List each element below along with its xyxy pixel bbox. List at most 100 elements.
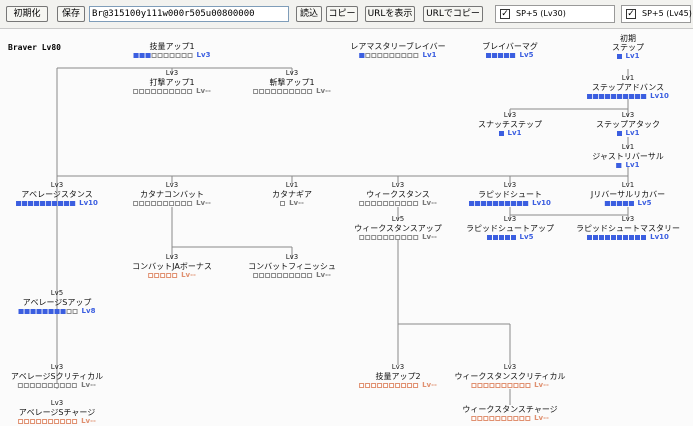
skill-level-box[interactable]: [483, 416, 489, 421]
skill-level-box[interactable]: [133, 201, 139, 206]
skill-level-box[interactable]: [413, 383, 419, 388]
load-button[interactable]: 読込: [296, 6, 322, 22]
skill-level-bar[interactable]: Lv--: [272, 199, 312, 208]
skill-level-box[interactable]: [365, 201, 371, 206]
skill-level-box[interactable]: [70, 201, 76, 206]
skill-level-box[interactable]: [587, 94, 593, 99]
skill-level-box[interactable]: [30, 383, 36, 388]
skill-level-box[interactable]: [365, 235, 371, 240]
skill-level-box[interactable]: [295, 89, 301, 94]
skill-level-box[interactable]: [635, 94, 641, 99]
skill-level-box[interactable]: [181, 89, 187, 94]
skill-level-box[interactable]: [519, 383, 525, 388]
skill-level-bar[interactable]: Lv--: [133, 199, 211, 208]
skill-level-box[interactable]: [389, 235, 395, 240]
skill-level-box[interactable]: [486, 235, 492, 240]
skill-level-box[interactable]: [616, 163, 622, 168]
skill-level-box[interactable]: [18, 309, 24, 314]
skill-level-box[interactable]: [277, 89, 283, 94]
skill-level-box[interactable]: [139, 53, 145, 58]
skill-level-box[interactable]: [40, 201, 46, 206]
skill-level-box[interactable]: [377, 53, 383, 58]
skill-level-box[interactable]: [407, 201, 413, 206]
skill-level-box[interactable]: [605, 94, 611, 99]
skill-level-box[interactable]: [145, 53, 151, 58]
skill-level-box[interactable]: [72, 383, 78, 388]
skill-level-box[interactable]: [487, 201, 493, 206]
skill-level-box[interactable]: [42, 309, 48, 314]
skill-code-input[interactable]: Br@315100y111w000r505u00800000: [89, 6, 289, 22]
skill-level-box[interactable]: [271, 89, 277, 94]
skill-level-box[interactable]: [377, 383, 383, 388]
skill-level-box[interactable]: [510, 53, 516, 58]
skill-level-box[interactable]: [54, 419, 60, 424]
skill-level-bar[interactable]: Lv--: [133, 87, 211, 96]
skill-level-box[interactable]: [383, 201, 389, 206]
skill-level-box[interactable]: [359, 201, 365, 206]
skill-level-box[interactable]: [163, 201, 169, 206]
skill-level-box[interactable]: [395, 53, 401, 58]
skill-level-box[interactable]: [30, 309, 36, 314]
skill-level-box[interactable]: [413, 53, 419, 58]
skill-level-box[interactable]: [163, 89, 169, 94]
sp-lv30-option[interactable]: ✓ SP+5 (Lv30): [495, 5, 615, 23]
skill-level-box[interactable]: [495, 383, 501, 388]
skill-level-box[interactable]: [151, 89, 157, 94]
skill-level-box[interactable]: [359, 235, 365, 240]
skill-level-bar[interactable]: Lv5: [466, 233, 554, 242]
skill-level-bar[interactable]: Lv10: [469, 199, 551, 208]
skill-level-box[interactable]: [641, 235, 647, 240]
skill-level-box[interactable]: [259, 273, 265, 278]
skill-level-box[interactable]: [628, 201, 634, 206]
skill-level-box[interactable]: [253, 89, 259, 94]
skill-level-bar[interactable]: Lv10: [16, 199, 98, 208]
skill-level-box[interactable]: [166, 273, 172, 278]
save-button[interactable]: 保存: [57, 6, 85, 22]
skill-level-box[interactable]: [22, 201, 28, 206]
skill-level-box[interactable]: [60, 309, 66, 314]
skill-level-box[interactable]: [359, 383, 365, 388]
skill-level-box[interactable]: [623, 235, 629, 240]
skill-level-box[interactable]: [401, 235, 407, 240]
skill-level-bar[interactable]: Lv--: [454, 381, 565, 390]
skill-level-box[interactable]: [60, 383, 66, 388]
skill-level-box[interactable]: [289, 273, 295, 278]
skill-level-box[interactable]: [407, 383, 413, 388]
skill-level-bar[interactable]: Lv--: [11, 381, 103, 390]
skill-level-box[interactable]: [498, 53, 504, 58]
skill-level-box[interactable]: [507, 416, 513, 421]
skill-level-box[interactable]: [169, 53, 175, 58]
skill-level-box[interactable]: [36, 419, 42, 424]
skill-level-bar[interactable]: Lv--: [18, 417, 96, 426]
skill-level-box[interactable]: [28, 201, 34, 206]
skill-level-box[interactable]: [605, 235, 611, 240]
skill-level-box[interactable]: [277, 273, 283, 278]
skill-level-box[interactable]: [475, 201, 481, 206]
skill-level-box[interactable]: [510, 235, 516, 240]
skill-level-box[interactable]: [489, 416, 495, 421]
skill-level-box[interactable]: [169, 201, 175, 206]
skill-level-bar[interactable]: Lv1: [612, 52, 644, 61]
skill-level-box[interactable]: [265, 89, 271, 94]
skill-level-box[interactable]: [611, 235, 617, 240]
skill-level-box[interactable]: [599, 235, 605, 240]
skill-level-box[interactable]: [505, 201, 511, 206]
skill-level-bar[interactable]: Lv--: [354, 233, 442, 242]
skill-level-box[interactable]: [289, 89, 295, 94]
skill-level-box[interactable]: [599, 94, 605, 99]
skill-level-bar[interactable]: Lv--: [462, 414, 557, 423]
skill-level-box[interactable]: [133, 53, 139, 58]
